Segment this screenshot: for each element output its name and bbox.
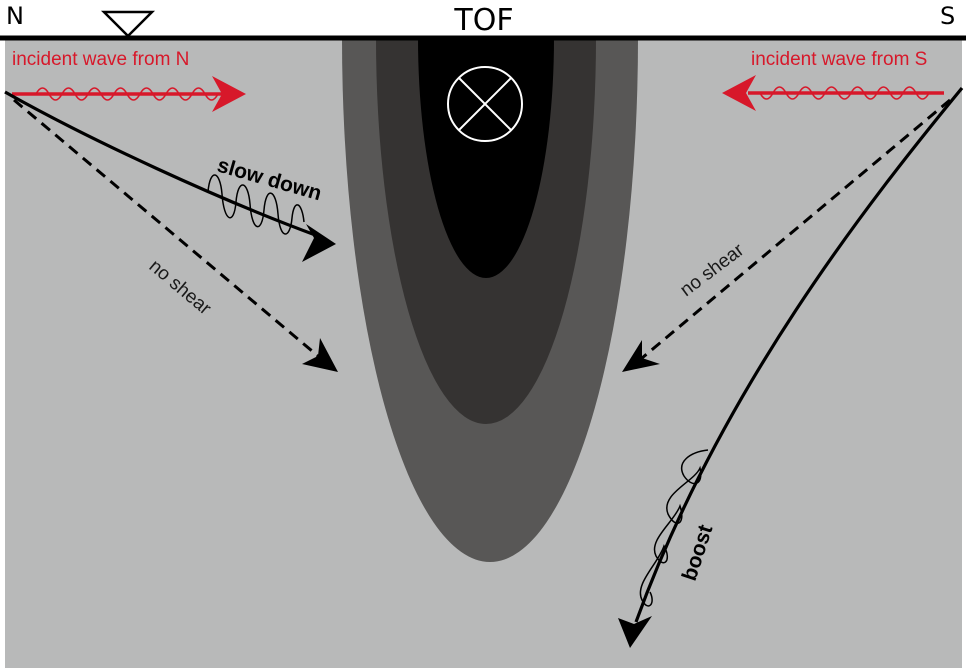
north-label: N xyxy=(6,2,24,30)
no-shear-left-arrowhead xyxy=(302,338,338,372)
incident-wave-north: incident wave from N xyxy=(12,49,246,112)
no-shear-right-arrowhead xyxy=(622,340,660,372)
incident-wave-south-oscillation xyxy=(759,86,930,100)
boost-oscillation xyxy=(639,449,709,607)
slow-down-arrowhead xyxy=(302,224,336,262)
jet-shading xyxy=(342,38,638,562)
into-page-cross-icon xyxy=(447,66,523,142)
incident-wave-south-label: incident wave from S xyxy=(751,49,927,70)
south-label: S xyxy=(940,2,955,30)
station-triangle-icon xyxy=(100,10,156,38)
slow-down-oscillation xyxy=(207,174,305,235)
incident-wave-north-arrowhead xyxy=(212,76,246,112)
incident-wave-north-label: incident wave from N xyxy=(12,49,189,70)
incident-wave-south: incident wave from S xyxy=(722,49,944,111)
incident-wave-south-arrowhead xyxy=(722,75,756,111)
boost-arrowhead xyxy=(618,616,652,648)
incident-wave-north-oscillation xyxy=(35,87,219,101)
tof-title: TOF xyxy=(453,3,513,38)
core-jet-region xyxy=(418,38,554,278)
